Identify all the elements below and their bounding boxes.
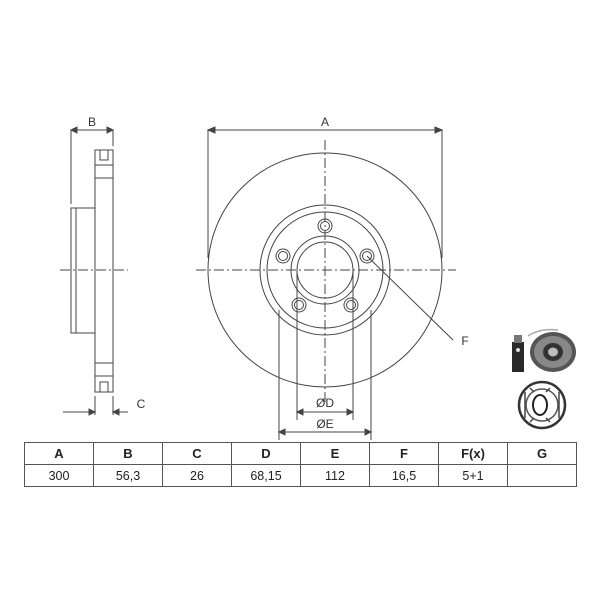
label-f: F [461,334,468,348]
spec-table-values: 300 56,3 26 68,15 112 16,5 5+1 [24,464,577,487]
label-a: A [321,115,329,129]
header-b: B [93,442,163,465]
label-e: ØE [316,417,333,431]
disc-front-view [196,126,456,440]
header-e: E [300,442,370,465]
label-d: ØD [316,396,334,410]
value-f: 16,5 [369,464,439,487]
value-b: 56,3 [93,464,163,487]
label-c: C [137,397,146,411]
header-c: C [162,442,232,465]
value-g [507,464,577,487]
header-fx: F(x) [438,442,508,465]
value-d: 68,15 [231,464,301,487]
header-d: D [231,442,301,465]
spec-table: A B C D E F F(x) G 300 56,3 26 68,15 112… [24,442,577,487]
label-b: B [88,115,96,129]
value-a: 300 [24,464,94,487]
header-a: A [24,442,94,465]
brake-disc-drawing: B C A F ØD ØE [60,115,576,440]
disc-thumbnail-icon [512,328,576,372]
value-fx: 5+1 [438,464,508,487]
value-e: 112 [300,464,370,487]
disc-perspective-icon [517,380,567,430]
header-f: F [369,442,439,465]
spec-table-header: A B C D E F F(x) G [24,442,577,465]
value-c: 26 [162,464,232,487]
disc-side-view [60,126,128,416]
header-g: G [507,442,577,465]
